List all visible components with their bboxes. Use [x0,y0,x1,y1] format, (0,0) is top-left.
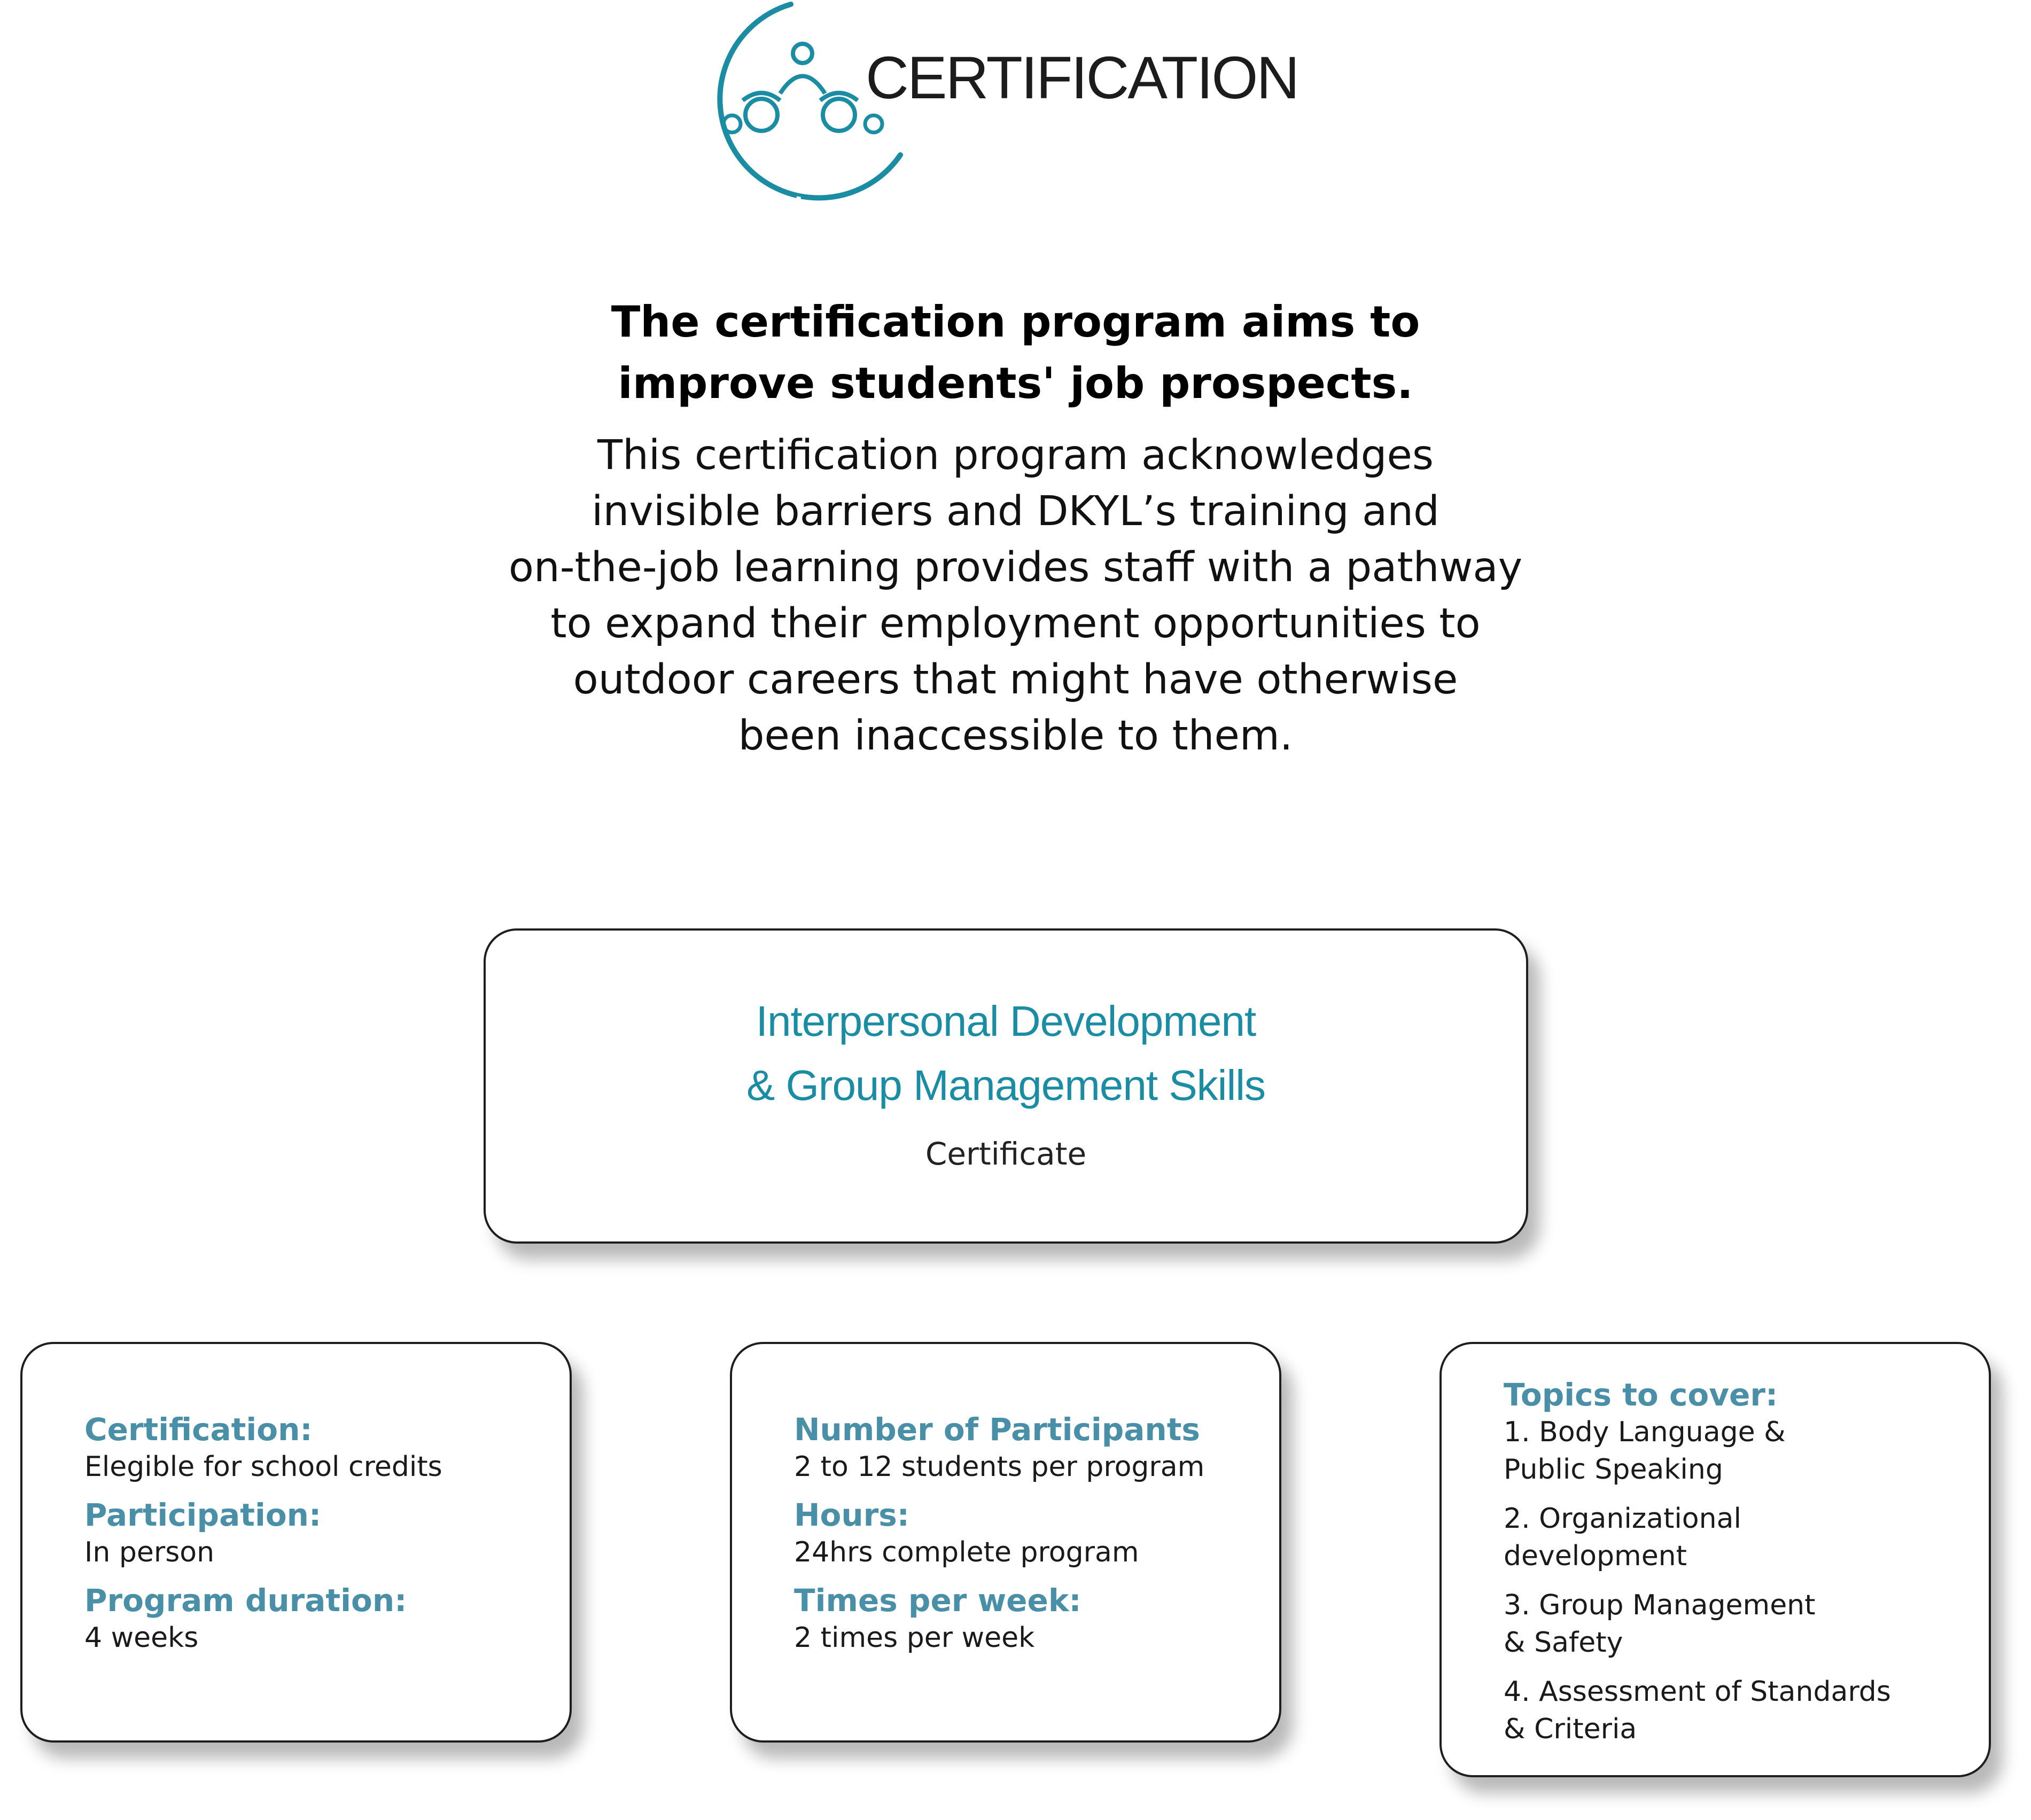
intro-line: invisible barriers and DKYL’s training a… [592,488,1439,535]
participants-value: 2 to 12 students per program [794,1451,1205,1483]
topic-line: development [1504,1540,1687,1572]
times-per-week-value: 2 times per week [794,1622,1035,1654]
times-per-week-label: Times per week: [794,1582,1081,1619]
intro-line: to expand their employment opportunities… [550,600,1481,647]
headline-line: improve students' job prospects. [618,358,1413,408]
topics-card: Topics to cover: 1. Body Language & Publ… [1439,1342,1991,1777]
certificate-subtitle: Certificate [925,1136,1087,1172]
topic-item: 3. Group Management & Safety [1504,1587,1978,1661]
topic-line: 4. Assessment of Standards [1504,1676,1891,1708]
program-duration-label: Program duration: [84,1582,407,1619]
certificate-title-line: Interpersonal Development [756,997,1257,1045]
people-circle-logo-icon [690,2,903,205]
topic-line: 3. Group Management [1504,1589,1816,1621]
intro-paragraph: This certification program acknowledges … [0,427,2031,764]
topics-label: Topics to cover: [1504,1377,1778,1413]
topics-list: Topics to cover: 1. Body Language & Publ… [1504,1376,1978,1760]
participation-label: Participation: [84,1497,322,1533]
logo-wordmark: CERTIFICATION [866,44,1299,111]
program-duration-value: 4 weeks [84,1622,199,1654]
participants-label: Number of Participants [794,1411,1200,1448]
logistics-card: Number of Participants 2 to 12 students … [730,1342,1281,1743]
hours-value: 24hrs complete program [794,1536,1139,1568]
topic-line: & Criteria [1504,1713,1637,1745]
topic-line: Public Speaking [1504,1454,1723,1486]
participation-value: In person [84,1536,215,1568]
hours-label: Hours: [794,1497,909,1533]
certification-value: Elegible for school credits [84,1451,442,1483]
topic-line: & Safety [1504,1627,1623,1659]
intro-line: This certification program acknowledges [597,432,1434,479]
topic-item: 2. Organizational development [1504,1500,1978,1575]
headline: The certification program aims to improv… [0,291,2031,414]
topic-line: 1. Body Language & [1504,1416,1786,1448]
topic-item: 4. Assessment of Standards & Criteria [1504,1673,1978,1748]
certificate-title-line: & Group Management Skills [746,1061,1266,1109]
certification-logo: CERTIFICATION [689,0,1330,214]
intro-line: been inaccessible to them. [738,712,1293,760]
logistics-list: Number of Participants 2 to 12 students … [794,1411,1263,1667]
program-details-list: Certification: Elegible for school credi… [84,1411,554,1667]
intro-line: on-the-job learning provides staff with … [508,544,1523,591]
headline-line: The certification program aims to [611,297,1420,347]
certificate-card: Interpersonal Development & Group Manage… [484,928,1528,1244]
topic-item: 1. Body Language & Public Speaking [1504,1413,1978,1488]
program-details-card: Certification: Elegible for school credi… [20,1342,572,1743]
certification-label: Certification: [84,1411,313,1448]
intro-line: outdoor careers that might have otherwis… [573,656,1458,704]
certificate-title: Interpersonal Development & Group Manage… [486,989,1526,1118]
topic-line: 2. Organizational [1504,1503,1741,1535]
